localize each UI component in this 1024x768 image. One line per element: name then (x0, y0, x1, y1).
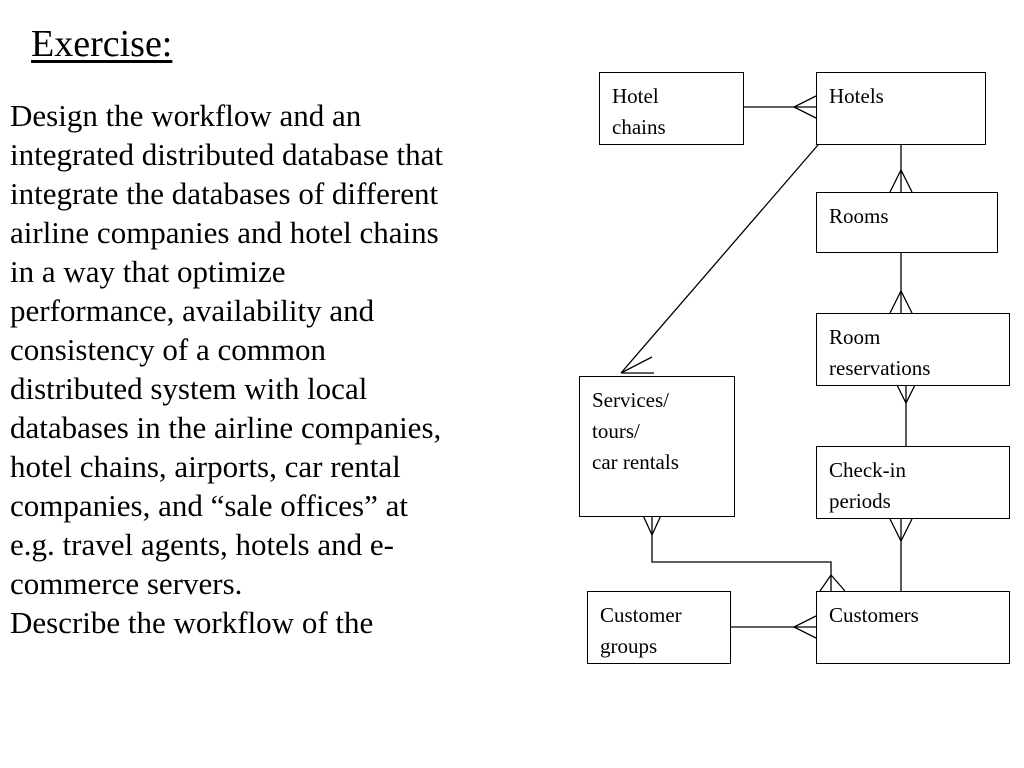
rel-services-customers (640, 510, 846, 592)
entity-label: groups (600, 634, 658, 658)
text-line: consistency of a common (10, 332, 326, 367)
rel-groups-customers (731, 615, 817, 639)
text-line: hotel chains, airports, car rental (10, 449, 401, 484)
rel-rooms-reservations (889, 252, 913, 314)
rel-hotelchains-hotels (743, 95, 817, 119)
text-line: databases in the airline companies, (10, 410, 442, 445)
exercise-description: Design the workflow and an integrated di… (10, 96, 580, 642)
entity-label: Rooms (829, 204, 889, 228)
entity-label: Hotel (612, 84, 659, 108)
text-line: commerce servers. (10, 566, 243, 601)
entity-rooms: Rooms (816, 192, 998, 253)
entity-label: Hotels (829, 84, 884, 108)
entity-hotels: Hotels (816, 72, 986, 145)
entity-label: Customers (829, 603, 919, 627)
entity-room-reservations: Room reservations (816, 313, 1010, 386)
text-line: companies, and “sale offices” at (10, 488, 408, 523)
entity-checkin-periods: Check-in periods (816, 446, 1010, 519)
entity-label: car rentals (592, 450, 679, 474)
entity-label: periods (829, 489, 891, 513)
rel-reservations-checkin (894, 380, 918, 451)
entity-label: Services/ (592, 388, 669, 412)
entity-label: chains (612, 115, 666, 139)
entity-label: Check-in (829, 458, 906, 482)
entity-label: tours/ (592, 419, 640, 443)
text-line: in a way that optimize (10, 254, 286, 289)
slide-title: Exercise: (31, 23, 173, 65)
rel-hotels-rooms (889, 144, 913, 193)
text-line: e.g. travel agents, hotels and e- (10, 527, 394, 562)
text-line: integrated distributed database that (10, 137, 443, 172)
text-line: Design the workflow and an (10, 98, 362, 133)
text-line: distributed system with local (10, 371, 368, 406)
entity-hotel-chains: Hotel chains (599, 72, 744, 145)
entity-label: Room (829, 325, 881, 349)
entity-customer-groups: Customer groups (587, 591, 731, 664)
entity-label: Customer (600, 603, 682, 627)
entity-label: reservations (829, 356, 931, 380)
text-line: airline companies and hotel chains (10, 215, 439, 250)
rel-hotels-services (620, 144, 819, 374)
text-line: integrate the databases of different (10, 176, 439, 211)
rel-checkin-customers (889, 518, 913, 591)
entity-services: Services/ tours/ car rentals (579, 376, 735, 517)
entity-customers: Customers (816, 591, 1010, 664)
text-line: performance, availability and (10, 293, 375, 328)
text-line: Describe the workflow of the (10, 605, 374, 640)
